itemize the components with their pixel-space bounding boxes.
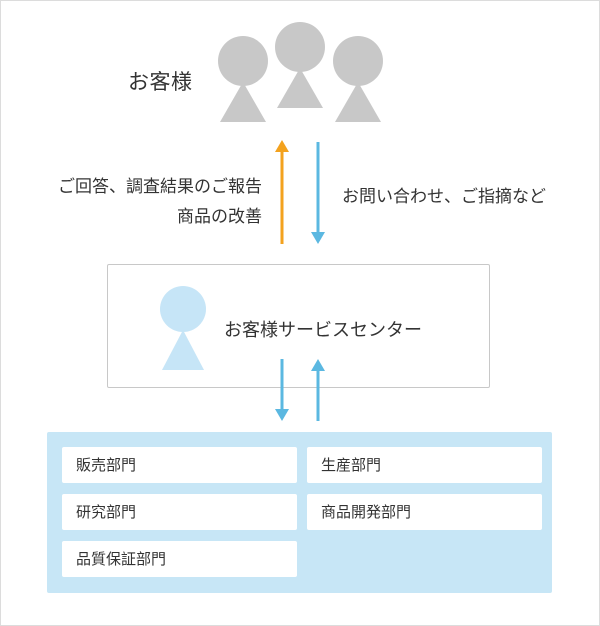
down-arrow-icon	[275, 359, 289, 421]
customers-label: お客様	[128, 70, 193, 94]
inquiry-label: お問い合わせ、ご指摘など	[342, 187, 546, 207]
department-product-development: 商品開発部門	[307, 494, 542, 530]
response-report-label: ご回答、調査結果のご報告	[58, 177, 262, 197]
down-arrow-icon	[311, 142, 325, 244]
customer-person-icon	[333, 36, 383, 122]
service-center-label: お客様サービスセンター	[224, 320, 422, 341]
customer-person-icon	[275, 22, 325, 108]
department-sales: 販売部門	[62, 447, 297, 483]
up-arrow-icon	[275, 140, 289, 244]
department-research: 研究部門	[62, 494, 297, 530]
up-arrow-icon	[311, 359, 325, 421]
service-center-person-icon	[160, 286, 206, 370]
product-improvement-label: 商品の改善	[177, 207, 262, 227]
department-quality-assurance: 品質保証部門	[62, 541, 297, 577]
department-production: 生産部門	[307, 447, 542, 483]
customer-person-icon	[218, 36, 268, 122]
